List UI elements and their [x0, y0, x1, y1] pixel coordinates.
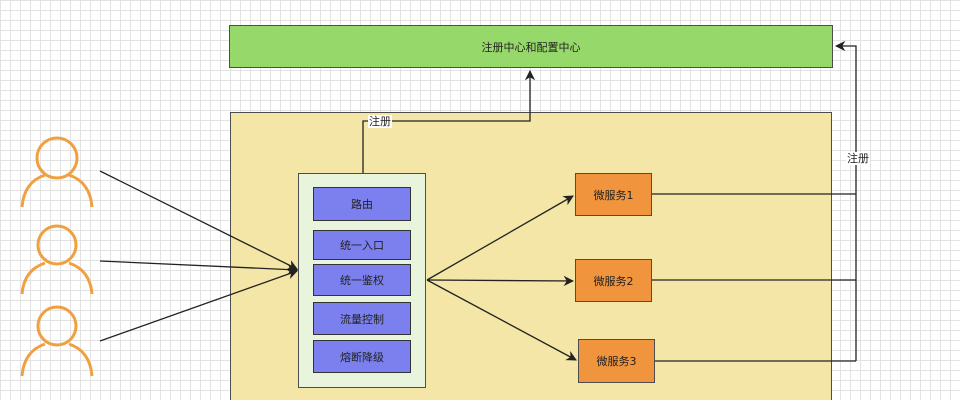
user-icon [20, 136, 94, 208]
gateway-module-circuit-breaker[interactable]: 熔断降级 [313, 340, 411, 373]
microservice-label: 微服务2 [593, 274, 634, 288]
gateway-module-label: 统一入口 [340, 239, 384, 252]
microservice-3[interactable]: 微服务3 [578, 339, 655, 383]
gateway-module-label: 统一鉴权 [340, 274, 384, 287]
gateway-module-traffic-control[interactable]: 流量控制 [313, 302, 411, 335]
microservice-1[interactable]: 微服务1 [575, 173, 652, 216]
gateway-register-label: 注册 [368, 115, 392, 128]
microservice-2[interactable]: 微服务2 [575, 259, 652, 302]
services-register-label: 注册 [846, 152, 870, 165]
services-register-arrow [834, 40, 857, 361]
gateway-module-label: 路由 [351, 198, 373, 211]
registry-config-center[interactable]: 注册中心和配置中心 [229, 25, 833, 68]
gateway-module-label: 熔断降级 [340, 350, 384, 364]
user-icon [20, 224, 94, 295]
gateway-module-label: 流量控制 [340, 312, 384, 326]
gateway-module-routing[interactable]: 路由 [313, 187, 411, 221]
microservice-label: 微服务1 [593, 188, 634, 202]
microservice-label: 微服务3 [596, 355, 637, 368]
gateway-module-unified-entry[interactable]: 统一入口 [313, 230, 411, 260]
gateway-module-unified-auth[interactable]: 统一鉴权 [313, 264, 411, 296]
registry-label: 注册中心和配置中心 [481, 40, 581, 54]
user-icon [20, 305, 94, 377]
